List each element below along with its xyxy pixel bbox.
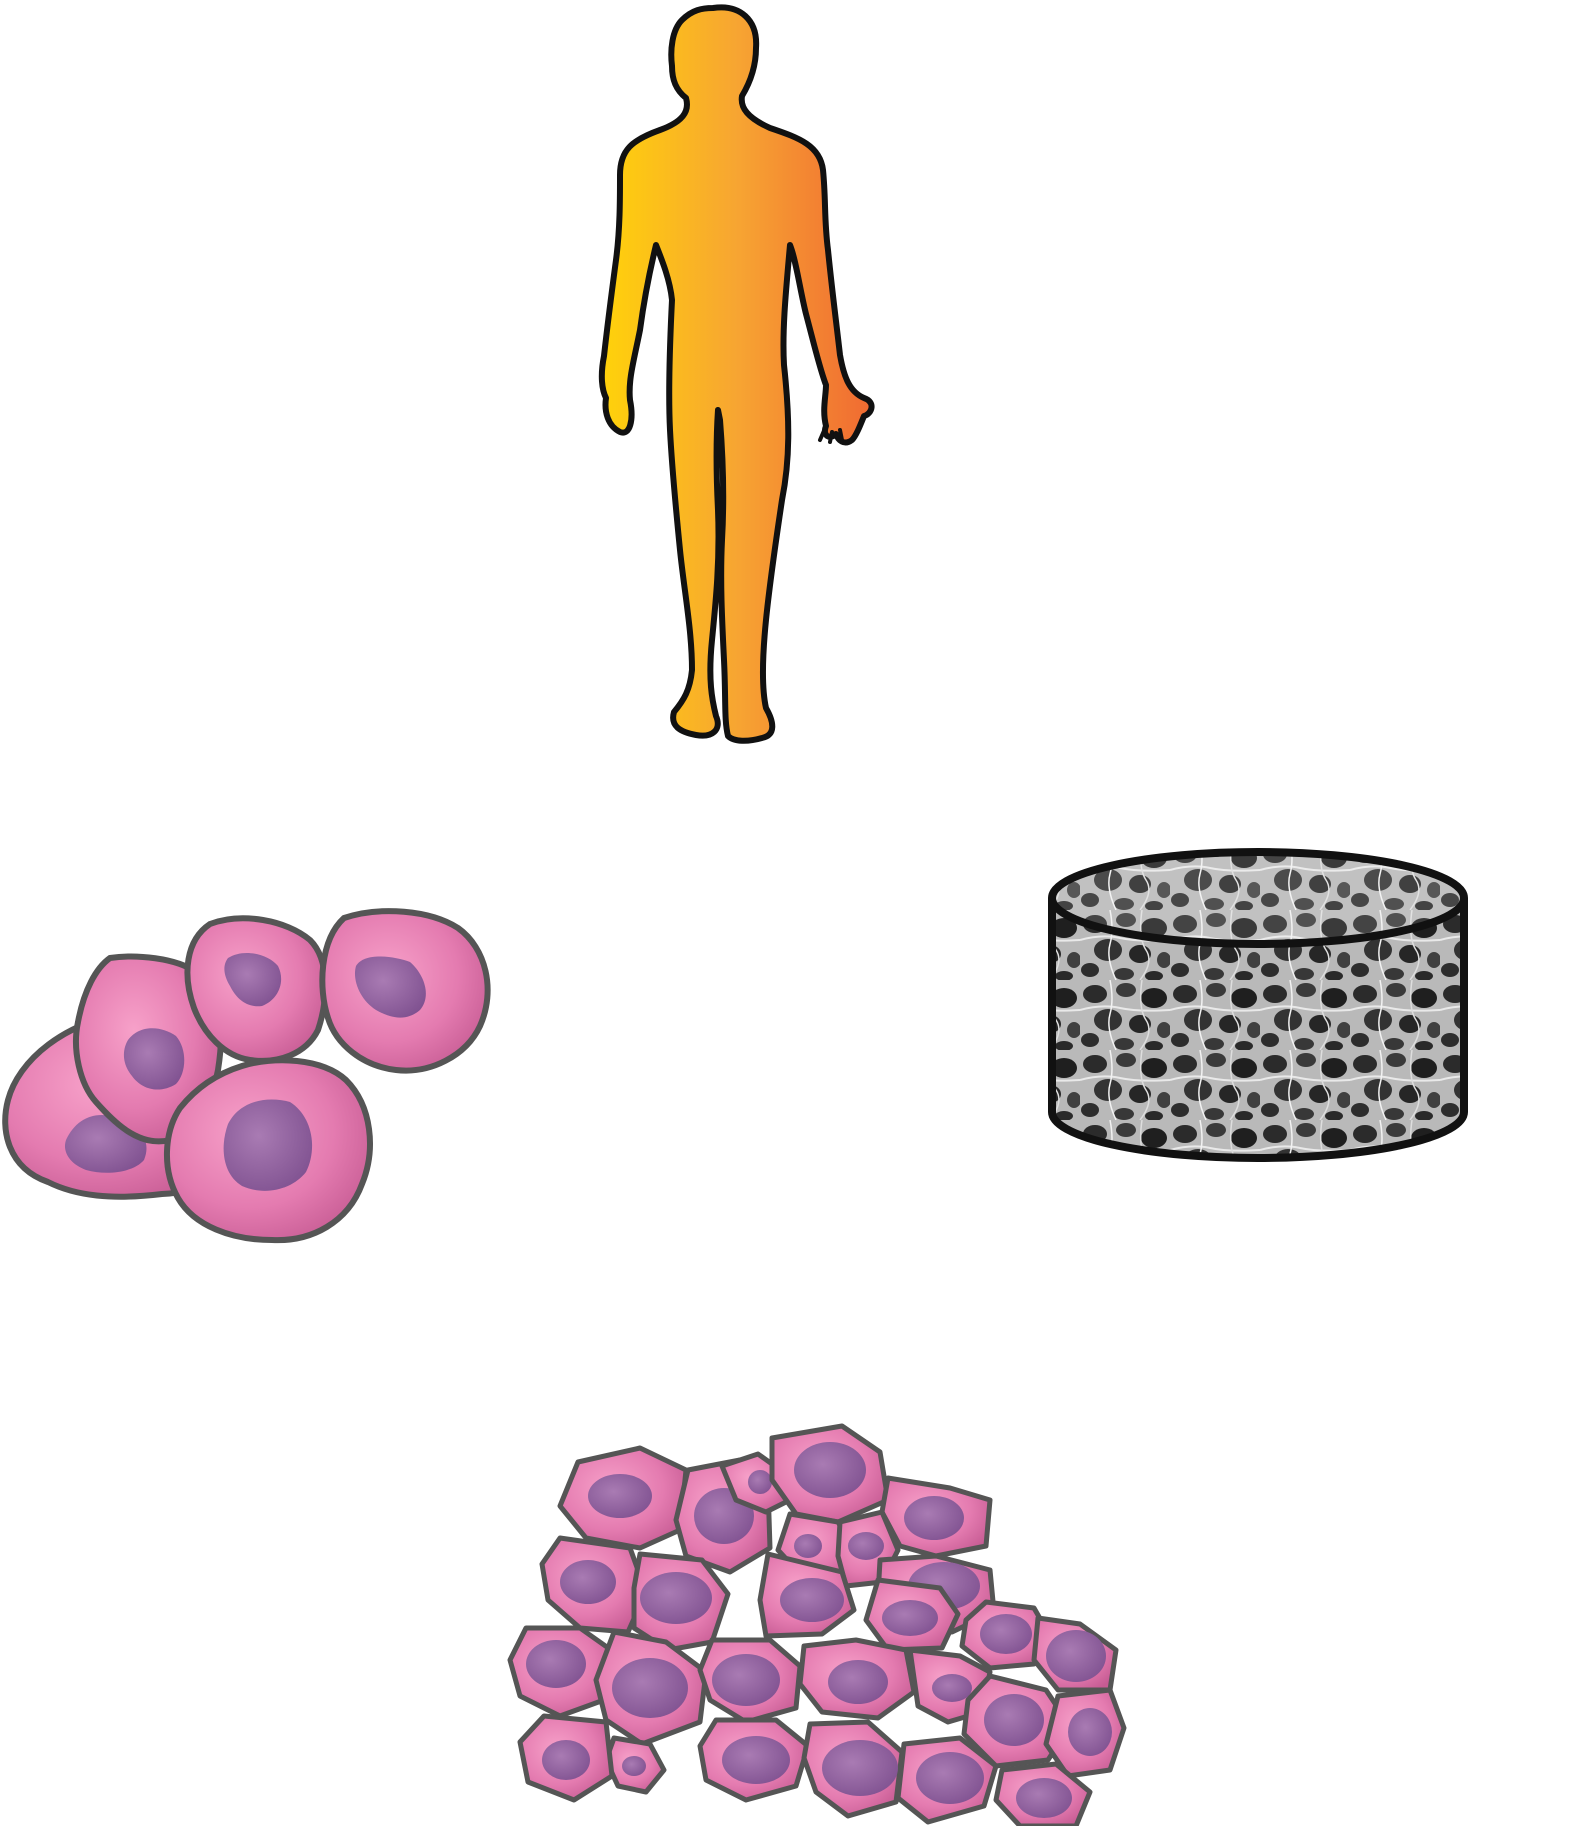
sheet-cell <box>603 1735 667 1795</box>
sheet-cell <box>879 1475 993 1559</box>
sheet-cell <box>697 1717 811 1803</box>
sheet-cell <box>801 1719 905 1819</box>
sheet-cell <box>797 1637 917 1721</box>
sheet-cell <box>697 1637 803 1725</box>
sheet-cell <box>993 1761 1093 1826</box>
sheet-cell <box>895 1735 999 1825</box>
sheet-cell <box>507 1625 617 1719</box>
sheet-cell <box>959 1599 1053 1671</box>
human-body-icon <box>598 4 875 744</box>
sheet-cell <box>517 1713 615 1803</box>
cluster-cell <box>184 915 329 1064</box>
sheet-cell <box>1043 1687 1127 1779</box>
porous-scaffold-icon <box>1048 848 1468 1162</box>
sheet-cell <box>863 1577 961 1653</box>
sheet-cell <box>769 1423 891 1525</box>
sheet-cell <box>1031 1615 1119 1693</box>
sheet-cell <box>557 1445 689 1551</box>
cell-sheet-icon <box>507 1423 1127 1826</box>
sheet-cell <box>961 1673 1073 1769</box>
sheet-cell <box>539 1535 649 1635</box>
sheet-cell <box>631 1551 731 1653</box>
cluster-cell <box>319 908 491 1074</box>
sheet-cell <box>593 1629 709 1747</box>
cluster-cell <box>164 1057 373 1244</box>
sheet-cell <box>757 1551 857 1639</box>
cell-cluster-icon <box>2 908 491 1244</box>
